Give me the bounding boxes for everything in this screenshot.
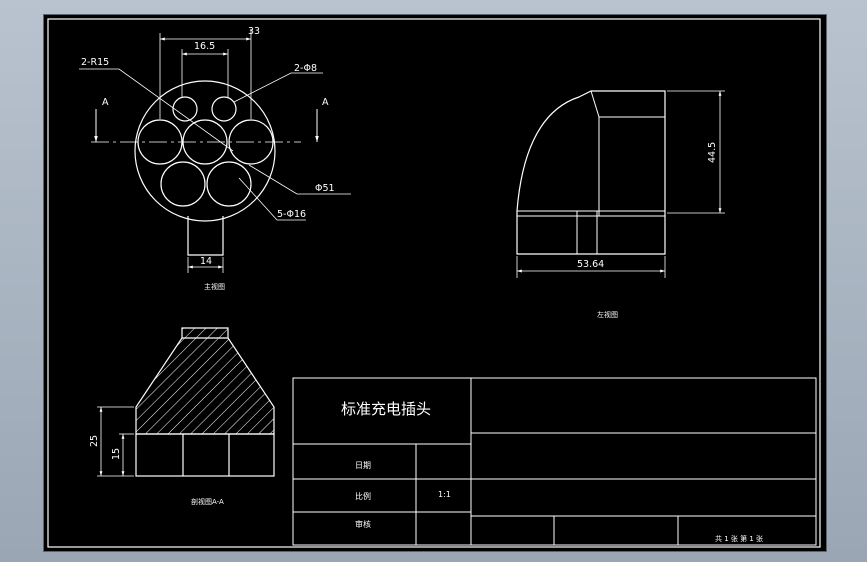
section-marker-right: A [322, 97, 329, 108]
dim-stem-width: 14 [200, 256, 212, 267]
tb-scale-label: 比例 [355, 491, 371, 501]
tb-date-label: 日期 [355, 461, 371, 470]
pin-hole-3 [228, 119, 274, 165]
dim-section-lower: 15 [111, 448, 122, 460]
dim-outer-width: 33 [248, 26, 260, 37]
section-view-label: 剖视图A-A [191, 497, 224, 506]
side-view [516, 90, 725, 278]
dim-inner-spacing: 16.5 [194, 41, 215, 52]
outer-body [134, 80, 276, 222]
pin-hole-1 [137, 119, 183, 165]
dim-corner-radius: 2-R15 [81, 57, 109, 68]
tb-scale-value: 1:1 [438, 490, 451, 499]
section-base [135, 433, 275, 477]
pin-hole-4 [160, 161, 206, 207]
small-hole-right [211, 96, 237, 122]
front-view [79, 29, 351, 273]
tb-review-label: 审核 [355, 519, 371, 529]
drawing-sheet: 33 16.5 2-R15 2-Φ8 Φ51 5-Φ16 14 A A 主视图 … [43, 14, 827, 552]
stem [187, 216, 224, 256]
pin-hole-2 [182, 119, 228, 165]
dim-side-width: 53.64 [577, 259, 604, 270]
cad-drawing: 33 16.5 2-R15 2-Φ8 Φ51 5-Φ16 14 A A 主视图 … [47, 18, 821, 548]
front-view-label: 主视图 [204, 282, 225, 291]
tb-sheet-info: 共 1 张 第 1 张 [715, 534, 763, 543]
section-hatch [135, 327, 275, 435]
dim-outer-diameter: Φ51 [315, 183, 335, 194]
side-profile [516, 90, 666, 255]
pin-hole-5 [206, 161, 252, 207]
section-marker-left: A [102, 97, 109, 108]
dim-small-holes: 2-Φ8 [294, 63, 317, 74]
dim-side-height: 44.5 [707, 142, 718, 163]
left-view-label: 左视图 [597, 310, 618, 319]
dim-section-total: 25 [89, 435, 100, 447]
section-view [97, 327, 275, 477]
title-block [292, 377, 817, 546]
drawing-title: 标准充电插头 [341, 400, 431, 418]
dim-pin-holes: 5-Φ16 [277, 209, 306, 220]
inner-border [47, 18, 821, 548]
small-hole-left [172, 96, 198, 122]
